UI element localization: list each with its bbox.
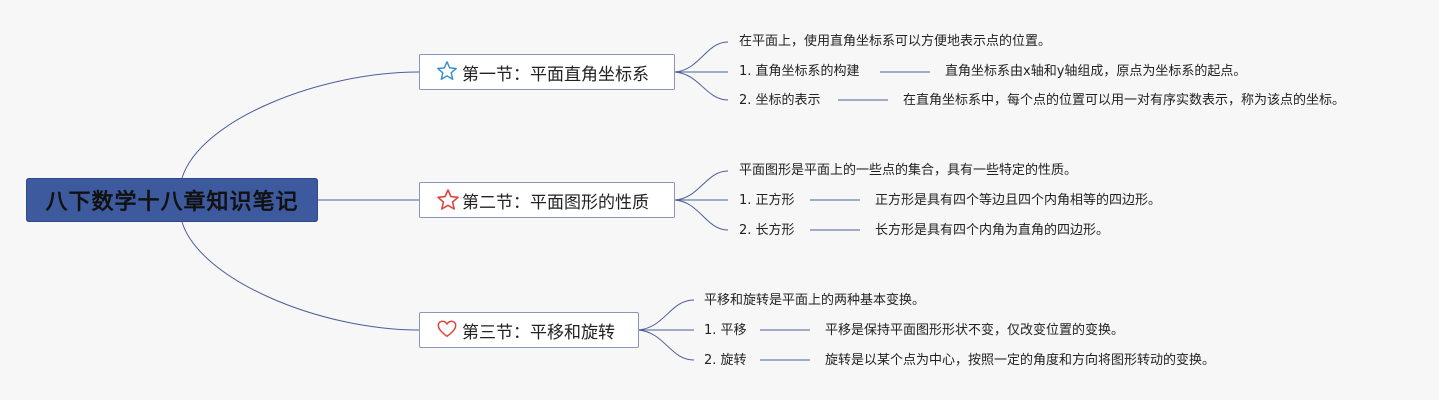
s3-branch-summary — [637, 299, 695, 331]
section-2-summary[interactable]: 平面图形是平面上的一些点的集合，具有一些特定的性质。 — [739, 163, 1078, 178]
heart-outline-icon — [436, 318, 460, 342]
section-1-summary[interactable]: 在平面上，使用直角坐标系可以方便地表示点的位置。 — [739, 34, 1052, 49]
section-title: 第三节：平移和旋转 — [462, 322, 615, 343]
section-1-item-1-label[interactable]: 1. 直角坐标系的构建 — [739, 64, 860, 79]
section-1-item-2-label[interactable]: 2. 坐标的表示 — [739, 93, 821, 108]
section-node-2[interactable]: 第二节：平面图形的性质 — [419, 182, 675, 218]
s2-branch-item2 — [674, 199, 729, 231]
star-outline-icon — [436, 60, 460, 84]
section-3-item-1-detail[interactable]: 平移是保持平面图形形状不变，仅改变位置的变换。 — [825, 323, 1125, 338]
section-title: 第一节：平面直角坐标系 — [462, 64, 649, 85]
section-2-item-1-label[interactable]: 1. 正方形 — [739, 193, 795, 208]
section-node-3[interactable]: 第三节：平移和旋转 — [419, 312, 639, 348]
section-3-item-2-label[interactable]: 2. 旋转 — [704, 353, 747, 368]
section-title: 第二节：平面图形的性质 — [462, 192, 649, 213]
root-connector-1 — [181, 71, 420, 179]
s2-branch-summary — [674, 170, 729, 201]
s3-branch-item2 — [637, 329, 695, 361]
section-2-item-1-detail[interactable]: 正方形是具有四个等边且四个内角相等的四边形。 — [875, 193, 1162, 208]
section-3-item-2-detail[interactable]: 旋转是以某个点为中心，按照一定的角度和方向将图形转动的变换。 — [825, 353, 1216, 368]
root-node[interactable]: 八下数学十八章知识笔记 — [26, 178, 318, 222]
s1-branch-summary — [674, 41, 729, 73]
section-1-item-2-detail[interactable]: 在直角坐标系中，每个点的位置可以用一对有序实数表示，称为该点的坐标。 — [903, 93, 1346, 108]
section-1-item-1-detail[interactable]: 直角坐标系由x轴和y轴组成，原点为坐标系的起点。 — [945, 64, 1247, 79]
section-2-item-2-label[interactable]: 2. 长方形 — [739, 223, 795, 238]
star-outline-icon — [436, 188, 460, 212]
s1-branch-item2 — [674, 71, 729, 101]
section-3-summary[interactable]: 平移和旋转是平面上的两种基本变换。 — [704, 293, 926, 308]
section-3-item-1-label[interactable]: 1. 平移 — [704, 323, 747, 338]
root-connector-3 — [181, 221, 420, 331]
section-node-1[interactable]: 第一节：平面直角坐标系 — [419, 54, 675, 90]
section-2-item-2-detail[interactable]: 长方形是具有四个内角为直角的四边形。 — [875, 223, 1110, 238]
root-title: 八下数学十八章知识笔记 — [45, 190, 299, 215]
